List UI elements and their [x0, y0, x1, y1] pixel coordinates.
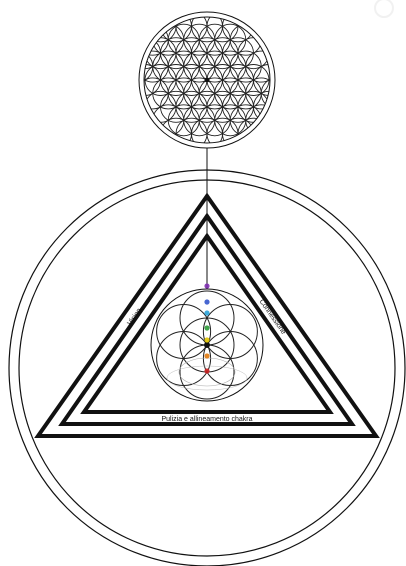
chakra-dot	[204, 283, 209, 288]
chakra-dot	[204, 368, 209, 373]
chakra-dot	[204, 310, 209, 315]
flower-center-dot	[205, 78, 210, 83]
corner-watermark	[375, 0, 393, 17]
flower-of-life-icon	[122, 11, 293, 149]
label-bottom: Pulizia e allineamento chakra	[161, 416, 252, 423]
chakra-dot	[204, 337, 209, 342]
chakra-dot	[204, 299, 209, 304]
chakra-dot	[204, 325, 209, 330]
chakra-dot	[204, 353, 209, 358]
seed-of-life-icon	[151, 289, 263, 401]
